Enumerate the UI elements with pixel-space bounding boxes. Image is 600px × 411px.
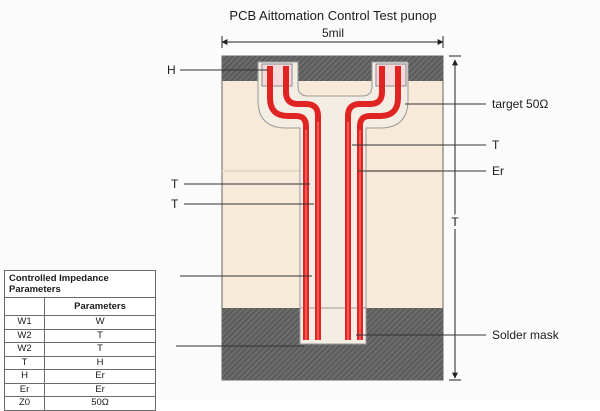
page-title: PCB Aittomation Control Test punop [229,8,436,23]
table-row: T H [3,355,156,370]
table-cell: W1 [3,315,46,330]
table-header-cell: Parameters [44,297,156,316]
label-h: H [167,63,176,77]
label-t-left-1: T [171,177,179,191]
label-er-right: Er [492,164,504,178]
trace-left-inner [283,66,321,340]
table-cell: 50Ω [44,396,156,411]
table-cell: W [44,315,156,330]
width-dimension-label: 5mil [322,26,344,40]
table-caption: Controlled Impedance Parameters [4,270,156,297]
table-row: Z0 50Ω [3,396,156,411]
table-cell: T [44,328,156,343]
label-t-right: T [492,138,500,152]
table-cell: H [3,369,46,384]
table-cell: W2 [3,342,46,357]
label-t-left-2: T [171,197,179,211]
top-ground-layer [222,56,443,81]
table-cell: H [44,355,156,370]
table-row: W2 T [3,342,156,357]
table-cell: Er [3,382,46,397]
impedance-parameters-table: Controlled Impedance Parameters Paramete… [3,270,156,411]
trace-right-inner [345,66,385,340]
table-row: W1 W [3,315,156,330]
table-row: Er Er [3,382,156,397]
height-dimension-label: T [451,215,459,229]
table-cell: Z0 [3,396,46,411]
solder-mask-outline [257,61,409,345]
table-cell: T [3,355,46,370]
table-header-cell [3,297,46,316]
trace-right-outer [357,66,401,340]
table-row: W2 T [3,328,156,343]
table-cell: Er [44,382,156,397]
table-cell: Er [44,369,156,384]
trace-left-outer [267,66,309,340]
table-header-row: Parameters [3,297,156,316]
table-row: H Er [3,369,156,384]
table-cell: T [44,342,156,357]
label-target: target 50Ω [492,97,548,111]
label-solder-mask: Solder mask [492,328,560,342]
table-cell: W2 [3,328,46,343]
